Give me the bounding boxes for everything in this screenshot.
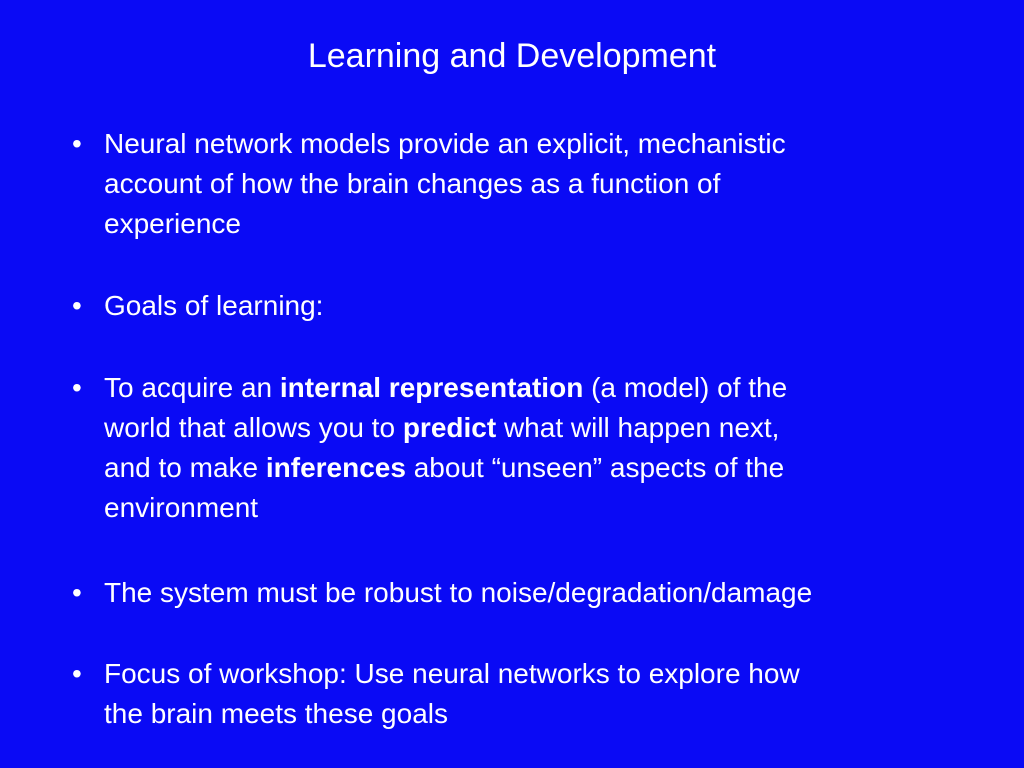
bullet-line: Focus of workshop: Use neural networks t… bbox=[104, 658, 800, 689]
bullet-text: Neural network models provide an explici… bbox=[104, 124, 1009, 244]
emphasis-inferences: inferences bbox=[265, 452, 406, 483]
text-run: what will happen next, bbox=[496, 412, 780, 443]
bullet-line: world that allows you to predict what wi… bbox=[104, 408, 1009, 448]
text-run: (a model) of the bbox=[583, 372, 788, 403]
bullet-line: Neural network models provide an explici… bbox=[104, 128, 786, 159]
text-run: and to make bbox=[104, 452, 266, 483]
bullet-text: The system must be robust to noise/degra… bbox=[104, 573, 1009, 613]
bullet-marker: • bbox=[72, 128, 82, 159]
bullet-line: experience bbox=[104, 208, 241, 239]
emphasis-internal-representation: internal representation bbox=[279, 372, 584, 403]
bullet-marker: • bbox=[72, 372, 82, 403]
bullet-text: Focus of workshop: Use neural networks t… bbox=[104, 654, 1009, 734]
bullet-text: To acquire an internal representation (a… bbox=[104, 368, 1009, 528]
bullet-marker: • bbox=[72, 577, 82, 608]
text-run: To acquire an bbox=[104, 372, 280, 403]
bullet-text: Goals of learning: bbox=[104, 286, 1009, 326]
bullet-line: and to make inferences about “unseen” as… bbox=[104, 448, 1009, 488]
text-run: about “unseen” aspects of the bbox=[405, 452, 785, 483]
emphasis-predict: predict bbox=[402, 412, 497, 443]
bullet-marker: • bbox=[72, 658, 82, 689]
slide-title: Learning and Development bbox=[307, 37, 717, 75]
bullet-line: environment bbox=[104, 492, 259, 523]
bullet-line: Goals of learning: bbox=[104, 290, 324, 321]
bullet-line: the brain meets these goals bbox=[104, 698, 448, 729]
bullet-line: The system must be robust to noise/degra… bbox=[104, 577, 813, 608]
bullet-marker: • bbox=[72, 290, 82, 321]
bullet-line: account of how the brain changes as a fu… bbox=[104, 168, 721, 199]
text-run: world that allows you to bbox=[104, 412, 403, 443]
bullet-line: To acquire an internal representation (a… bbox=[104, 368, 1009, 408]
